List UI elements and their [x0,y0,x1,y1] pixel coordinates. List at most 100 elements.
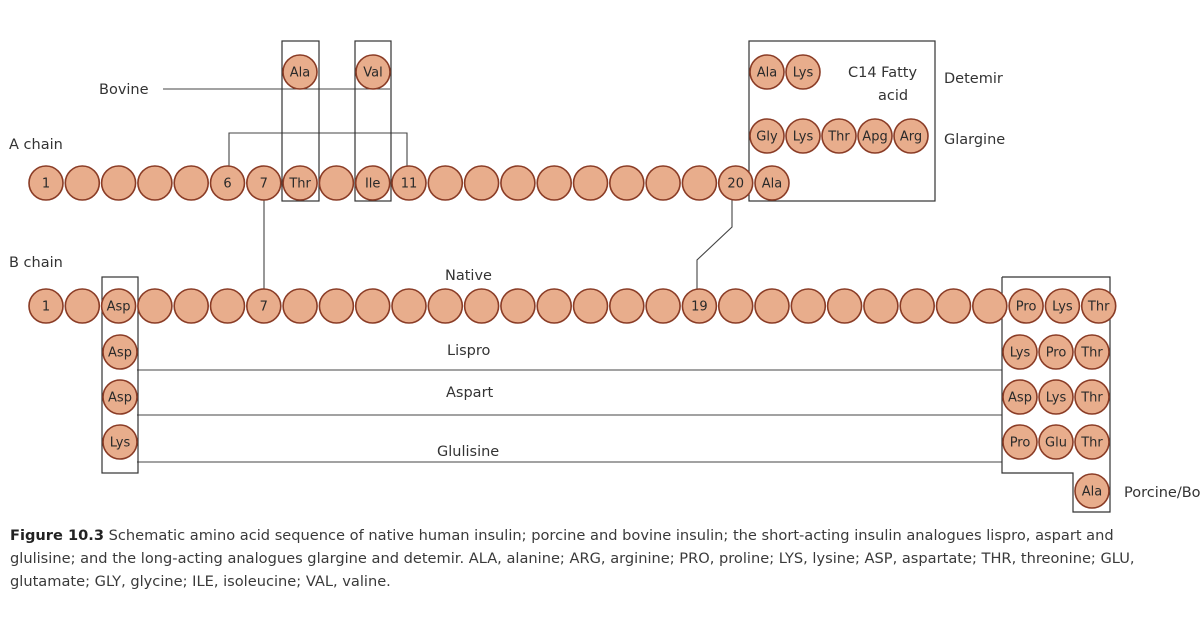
b28-variant-2-residue-3-label: Thr [1080,391,1103,406]
aspart-label: Aspart [446,385,494,401]
b-chain-residue-25 [899,288,936,324]
a-chain-residue-11-label: 11 [401,177,418,192]
b-chain-residue-18 [645,288,681,324]
a-chain-residue-16 [572,165,609,201]
b-chain-residue-21 [754,288,790,324]
a-chain-residue-8: Thr [282,165,318,201]
b28-variant-1-residue-3-label: Thr [1080,346,1103,361]
a-chain-residue-1: 1 [28,165,64,201]
long-acting-frame [748,40,936,202]
a-chain-residue-21-label: Ala [762,177,782,192]
porcine-residue: Ala [1074,473,1110,509]
a-chain-residue-15 [536,165,573,201]
b-chain-residue-20 [717,288,754,324]
figure-number: Figure 10.3 [10,527,104,544]
b28-variant-1-residue-1-label: Lys [1010,346,1031,361]
b3-variant-residue-2: Asp [102,379,138,415]
detemir-residue-1-label: Ala [757,66,777,81]
detemir-label: Detemir [944,71,1003,87]
b-chain-residue-27 [971,288,1008,324]
b28-variant-3-residue-1-label: Pro [1010,436,1031,451]
b3-variant-residue-3: Lys [102,424,138,460]
a-chain-residue-10-label: Ile [365,177,380,192]
glargine-residue-2: Lys [785,118,821,154]
a-chain-residue-7: 7 [245,165,282,201]
a20-b19-disulfide-bridge [696,200,733,290]
b-chain-residue-1-label: 1 [42,300,50,315]
b-chain-label: B chain [9,255,63,271]
b28-variant-2-residue-2-label: Lys [1046,391,1067,406]
b-chain-residue-19: 19 [681,288,718,324]
detemir-residue-2: Lys [785,54,821,90]
b-chain-residue-28: Pro [1008,288,1044,324]
b-chain-residue-30: Thr [1080,288,1117,324]
a-chain-residue-12 [427,165,464,201]
b-chain-residue-29-label: Lys [1052,300,1073,315]
b-chain-residue-26 [935,288,972,324]
detemir-residue-2-label: Lys [793,66,814,81]
b-chain-residue-8 [282,288,318,324]
b-chain-residue-4 [137,288,173,324]
b-chain-residue-14 [500,288,536,324]
glargine-residue-1: Gly [749,118,785,154]
a-chain-residue-18 [645,165,681,201]
b-chain-residue-29: Lys [1044,288,1081,324]
glargine-residue-5: Arg [893,118,929,154]
bovine-label: Bovine [99,82,149,98]
bovine-residue-1-label: Ala [290,66,310,81]
b28-variant-2-residue-3: Thr [1074,379,1110,415]
frames [101,40,1111,513]
caption-line-2: glulisine; and the long-acting analogues… [10,550,1135,567]
a-chain-residue-5 [173,165,209,201]
a-chain-residue-6-label: 6 [223,177,231,192]
b-chain-residue-16 [572,288,609,324]
b28-variants-frame [1001,276,1111,513]
glargine-residue-2-label: Lys [793,130,814,145]
b-chain-residue-11 [391,288,427,324]
a6-a11-disulfide-bridge [228,132,408,170]
a-chain-residue-20: 20 [717,165,754,201]
b28-variant-1-residue-3: Thr [1074,334,1110,370]
a-chain-residue-9 [318,165,355,201]
b3-variant-residue-1: Asp [102,334,138,370]
b-chain-residue-9 [318,288,355,324]
b28-variant-1-residue-1: Lys [1002,334,1038,370]
b28-variant-3-residue-2-label: Glu [1045,436,1067,451]
b-chain-residue-10 [354,288,391,324]
b-chain-residue-12 [427,288,464,324]
b28-variant-2-residue-1-label: Asp [1008,391,1032,406]
native-label: Native [445,268,492,284]
a-chain-residue-6: 6 [209,165,246,201]
glargine-residue-1-label: Gly [756,130,778,145]
b3-variant-residue-2-label: Asp [108,391,132,406]
lispro-label: Lispro [447,343,491,359]
b-chain-residue-6 [209,288,246,324]
b-chain-residue-23 [826,288,863,324]
glulisine-label: Glulisine [437,444,499,460]
a-chain-residue-11: 11 [391,165,427,201]
b-chain-residue-24 [863,288,899,324]
b-chain-residue-7-label: 7 [260,300,268,315]
a-chain-residue-10: Ile [354,165,391,201]
bovine-residue-2: Val [355,54,391,90]
a-chain-residue-3 [100,165,137,201]
a-chain-label: A chain [9,137,63,153]
diagram-labels: Bovine A chain B chain Native Lispro Asp… [9,65,1200,501]
b-chain-residue-13 [463,288,500,324]
bovine-residue-1: Ala [282,54,318,90]
a-chain-residue-20-label: 20 [727,177,744,192]
b-chain-residue-2 [64,288,101,324]
porcine-residue-label: Ala [1082,485,1102,500]
porcine-bovine-label: Porcine/Bovine [1124,485,1200,501]
b-chain-residue-3-label: Asp [107,300,131,315]
b-chain-residue-17 [608,288,645,324]
glargine-residue-3: Thr [821,118,857,154]
b28-variant-2-residue-1: Asp [1002,379,1038,415]
b-chain-residue-22 [790,288,827,324]
glargine-residue-4-label: Apg [862,130,887,145]
a-chain-residue-8-label: Thr [288,177,311,192]
glargine-label: Glargine [944,132,1005,148]
a-chain-residue-13 [463,165,500,201]
